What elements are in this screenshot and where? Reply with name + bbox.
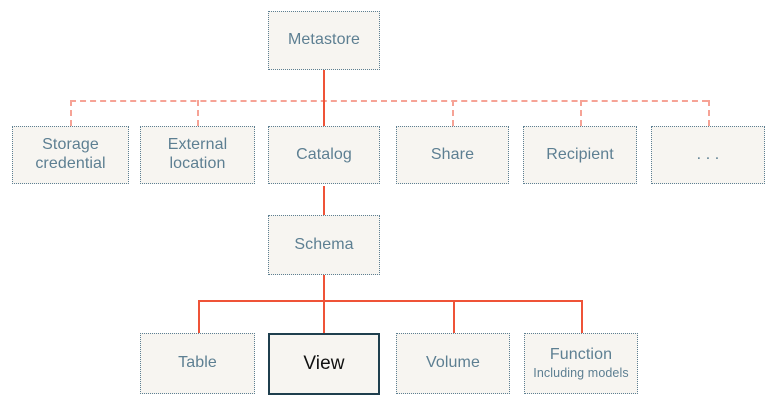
connector-schema-stem bbox=[323, 274, 325, 301]
node-recipient-label: Recipient bbox=[546, 145, 614, 163]
node-volume[interactable]: Volume bbox=[396, 333, 510, 394]
node-catalog-label: Catalog bbox=[296, 145, 352, 163]
connector-drop-function bbox=[581, 300, 583, 333]
node-volume-label: Volume bbox=[426, 354, 480, 372]
connector-drop-ellipsis bbox=[708, 100, 710, 126]
node-storage-credential[interactable]: Storage credential bbox=[12, 126, 129, 184]
node-share[interactable]: Share bbox=[396, 126, 509, 184]
connector-drop-table bbox=[198, 300, 200, 333]
node-function[interactable]: Function Including models bbox=[524, 333, 638, 394]
connector-metastore-stem bbox=[323, 70, 325, 101]
connector-drop-storage-credential bbox=[70, 100, 72, 126]
node-external-location[interactable]: External location bbox=[140, 126, 255, 184]
node-share-label: Share bbox=[430, 145, 475, 163]
connector-drop-volume bbox=[453, 300, 455, 333]
node-external-location-label: External location bbox=[167, 136, 228, 172]
connector-metastore-bus bbox=[70, 100, 708, 102]
connector-drop-catalog bbox=[323, 100, 325, 126]
connector-drop-external-location bbox=[197, 100, 199, 126]
connector-schema-bus bbox=[198, 300, 581, 302]
connector-drop-view bbox=[323, 300, 325, 333]
connector-drop-recipient bbox=[580, 100, 582, 126]
node-table[interactable]: Table bbox=[140, 333, 255, 394]
node-ellipsis[interactable]: . . . bbox=[651, 126, 765, 184]
node-recipient[interactable]: Recipient bbox=[523, 126, 637, 184]
node-metastore[interactable]: Metastore bbox=[268, 11, 380, 70]
node-metastore-label: Metastore bbox=[287, 31, 361, 49]
node-schema[interactable]: Schema bbox=[268, 215, 380, 275]
node-function-label: Function bbox=[549, 346, 613, 364]
node-function-sublabel: Including models bbox=[533, 365, 629, 380]
node-catalog[interactable]: Catalog bbox=[268, 126, 380, 184]
node-ellipsis-label: . . . bbox=[696, 145, 720, 163]
connector-catalog-to-schema bbox=[323, 186, 325, 216]
node-table-label: Table bbox=[178, 354, 217, 372]
node-schema-label: Schema bbox=[294, 235, 354, 253]
node-view-label: View bbox=[303, 352, 345, 374]
node-view[interactable]: View bbox=[268, 333, 380, 395]
connector-drop-share bbox=[452, 100, 454, 126]
node-storage-credential-label: Storage credential bbox=[35, 136, 106, 172]
